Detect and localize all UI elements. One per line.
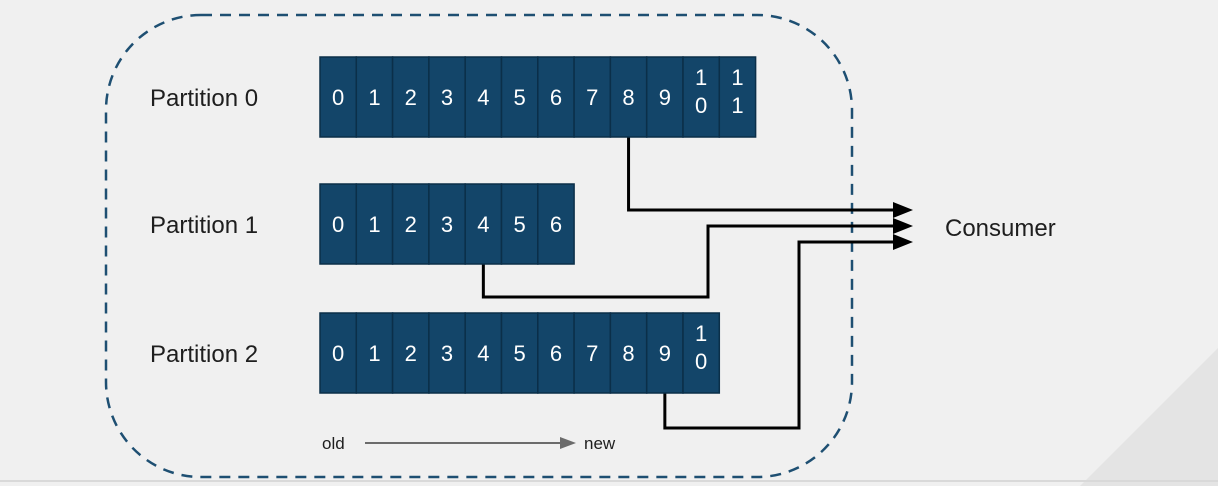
connector-arrowhead <box>893 218 913 234</box>
offset-cell <box>319 312 358 394</box>
offset-number: 4 <box>477 341 489 366</box>
offset-cell <box>609 312 648 394</box>
offset-number: 2 <box>405 212 417 237</box>
offset-number: 8 <box>622 341 634 366</box>
offset-number: 1 <box>368 85 380 110</box>
offset-cell <box>645 56 684 138</box>
offset-cell <box>428 312 466 394</box>
partition-connector-line <box>481 224 893 299</box>
offset-number: 1 <box>368 341 380 366</box>
offset-number: 3 <box>441 212 453 237</box>
offset-cell <box>428 183 466 265</box>
offset-cell <box>537 56 575 138</box>
offset-number: 3 <box>441 341 453 366</box>
offset-cell <box>573 312 612 394</box>
offset-cell <box>464 312 503 394</box>
offset-number: 7 <box>586 85 598 110</box>
offset-cell <box>537 312 575 394</box>
partition-label: Partition 2 <box>150 341 258 368</box>
offset-number: 2 <box>405 85 417 110</box>
offset-number: 9 <box>659 341 671 366</box>
offset-cell <box>718 56 757 138</box>
offset-number: 7 <box>586 341 598 366</box>
partition-connector-line <box>663 240 893 430</box>
partition-label: Partition 1 <box>150 212 258 239</box>
offset-number: 1 <box>368 212 380 237</box>
background-corner-decoration <box>1080 348 1218 486</box>
offset-cell <box>464 183 503 265</box>
partition-connector-line <box>627 137 893 212</box>
offset-number: 4 <box>477 85 489 110</box>
offset-cell <box>355 56 394 138</box>
offset-cell <box>500 312 539 394</box>
offset-cell <box>500 183 539 265</box>
offset-cell <box>428 56 466 138</box>
offset-number: 4 <box>477 212 489 237</box>
offset-cell <box>645 312 684 394</box>
offset-number: 0 <box>332 212 344 237</box>
consumer-label: Consumer <box>945 215 1056 242</box>
offset-number: 3 <box>441 85 453 110</box>
offset-number: 6 <box>550 341 562 366</box>
offset-number: 6 <box>550 212 562 237</box>
offset-number: 9 <box>659 85 671 110</box>
axis-arrowhead <box>560 437 576 449</box>
connector-arrowhead <box>893 234 913 250</box>
offset-cell <box>319 183 358 265</box>
offset-number: 8 <box>622 85 634 110</box>
offset-cell <box>391 56 430 138</box>
axis-old-label: old <box>322 434 345 453</box>
offset-cell <box>464 56 503 138</box>
offset-direction-axis: old new <box>322 434 616 453</box>
connector-lines <box>481 137 913 430</box>
offset-number: 0 <box>332 341 344 366</box>
offset-number: 2 <box>405 341 417 366</box>
partition-label: Partition 0 <box>150 85 258 112</box>
offset-number: 5 <box>514 212 526 237</box>
offset-cell <box>500 56 539 138</box>
offset-cell <box>391 183 430 265</box>
offset-cell <box>573 56 612 138</box>
offset-number: 5 <box>514 341 526 366</box>
offset-cell <box>682 312 721 394</box>
consumer-group-boundary <box>104 13 854 479</box>
offset-number: 6 <box>550 85 562 110</box>
offset-number: 0 <box>332 85 344 110</box>
connector-arrowhead <box>893 202 913 218</box>
offset-cell <box>682 56 721 138</box>
offset-cell <box>537 183 575 265</box>
offset-cell <box>355 183 394 265</box>
axis-new-label: new <box>584 434 616 453</box>
offset-number: 5 <box>514 85 526 110</box>
